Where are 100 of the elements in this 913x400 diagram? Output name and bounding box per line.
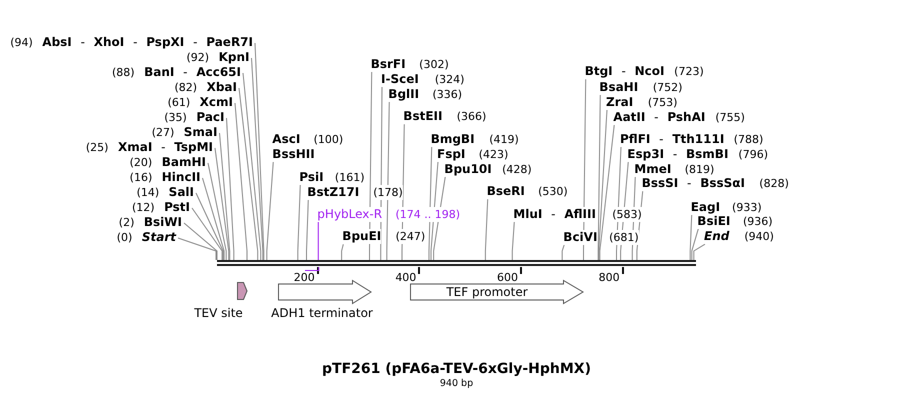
leader-line: [512, 221, 515, 260]
scale-label: 600: [497, 272, 518, 284]
enzyme-name: BamHI: [162, 154, 206, 170]
scale-label: 800: [598, 272, 620, 284]
enzyme-name: MmeI: [634, 162, 672, 176]
cut-site-position: (92): [186, 50, 210, 64]
cut-site-position: (61): [168, 94, 190, 110]
map-title: pTF261 (pFA6a-TEV-6xGly-HphMX): [322, 361, 591, 377]
leader-line: [428, 146, 432, 260]
leader-line: [202, 178, 225, 260]
leader-line: [208, 162, 227, 260]
scale-label: 200: [294, 272, 315, 284]
cut-site-position: (2): [118, 214, 134, 230]
primer-name: pHybLex-R: [317, 206, 382, 222]
leader-line: [599, 124, 615, 260]
scale-label: 400: [395, 272, 416, 284]
sequence-length: 940 bp: [440, 378, 474, 390]
cut-site-position: (933): [732, 200, 762, 215]
enzyme-name: BglII: [388, 86, 420, 102]
leader-line: [484, 198, 488, 260]
leader-line: [318, 221, 319, 260]
enzyme-name: BstZ17I: [307, 184, 360, 200]
sequence-position: (0): [116, 230, 132, 244]
enzyme-name: PacI: [196, 110, 224, 124]
cut-site-position: (14): [136, 184, 160, 200]
enzyme-name: BsaHI: [599, 80, 638, 94]
cut-site-position: (178): [373, 184, 403, 200]
cut-site-position: (828): [759, 176, 789, 192]
leader-line: [598, 109, 608, 260]
enzyme-name: XmaI - TspMI: [118, 140, 213, 154]
enzyme-name: PsiI: [299, 170, 324, 184]
cut-site-position: (755): [715, 110, 745, 124]
cut-site-position: (423): [478, 146, 508, 162]
enzyme-name: AbsI - XhoI - PspXI - PaeR7I: [42, 34, 253, 50]
enzyme-name: BpuEI: [342, 229, 382, 244]
cut-site-position: (530): [538, 184, 568, 200]
enzyme-name: BanI - Acc65I: [144, 64, 241, 80]
enzyme-name: BsiWI: [144, 214, 182, 230]
leader-line: [184, 222, 218, 260]
enzyme-name: EagI: [690, 200, 720, 215]
enzyme-name: BsrFI: [370, 56, 406, 72]
enzyme-name: BsiEI: [697, 214, 730, 229]
cut-site-position: (100): [314, 132, 344, 146]
leader-line: [306, 199, 309, 260]
enzyme-name: BciVI: [563, 230, 598, 244]
leader-line: [196, 192, 224, 260]
enzyme-name: KpnI: [218, 50, 250, 64]
leader-line: [562, 244, 565, 260]
enzyme-name: PstI: [164, 200, 190, 214]
cut-site-position: (247): [396, 229, 426, 244]
cut-site-position: (324): [434, 72, 464, 86]
cut-site-position: (428): [502, 162, 532, 176]
cut-site-position: (35): [164, 110, 187, 124]
cut-site-position: (419): [489, 132, 519, 146]
enzyme-name: BtgI - NcoI: [584, 64, 664, 80]
cut-site-position: (94): [10, 34, 33, 50]
leader-line: [251, 58, 264, 260]
leader-line: [341, 244, 344, 260]
leader-line: [238, 88, 258, 260]
leader-line: [386, 101, 390, 260]
enzyme-name: SmaI: [184, 124, 218, 140]
cut-site-position: (583): [612, 206, 642, 222]
leader-line: [178, 238, 216, 260]
leader-line: [691, 228, 699, 260]
enzyme-name: SalI: [168, 184, 194, 200]
cut-site-position: (753): [648, 94, 678, 110]
leader-line: [242, 72, 262, 260]
sequence-end-label: End: [704, 229, 730, 244]
enzyme-name: XcmI: [200, 94, 233, 110]
enzyme-name: XbaI: [206, 80, 237, 94]
enzyme-name: HincII: [162, 170, 200, 184]
cut-site-position: (936): [742, 214, 773, 229]
cut-site-position: (82): [174, 80, 198, 94]
primer-position: (174 .. 198): [395, 206, 460, 222]
dna-backbone: [217, 260, 696, 266]
cut-site-position: (681): [609, 230, 639, 244]
cut-site-position: (161): [334, 170, 364, 184]
leader-line: [234, 102, 248, 260]
enzyme-name: AscI: [272, 132, 300, 146]
leader-line: [219, 132, 230, 260]
sequence-position: (940): [744, 229, 774, 244]
enzyme-name: ZraI: [606, 94, 634, 110]
leader-line: [192, 208, 223, 260]
enzyme-name: AatII - PshAI: [613, 110, 706, 124]
leader-line: [693, 244, 706, 260]
cut-site-position: (16): [130, 170, 152, 184]
cut-site-position: (723): [674, 64, 704, 80]
enzyme-name: Bpu10I: [444, 162, 492, 176]
leader-line: [690, 214, 692, 260]
cut-site-position: (366): [456, 109, 486, 124]
leader-line: [226, 118, 234, 260]
cut-site-position: (302): [419, 56, 449, 72]
sequence-end-label: Start: [142, 230, 176, 244]
leader-line: [254, 42, 264, 260]
cut-site-position: (20): [130, 154, 152, 170]
enzyme-name: Esp3I - BsmBI: [627, 146, 728, 162]
leader-line: [598, 94, 601, 260]
leader-line: [214, 148, 230, 260]
cut-site-position: (27): [152, 124, 174, 140]
enzyme-name: BssHII: [272, 146, 315, 162]
